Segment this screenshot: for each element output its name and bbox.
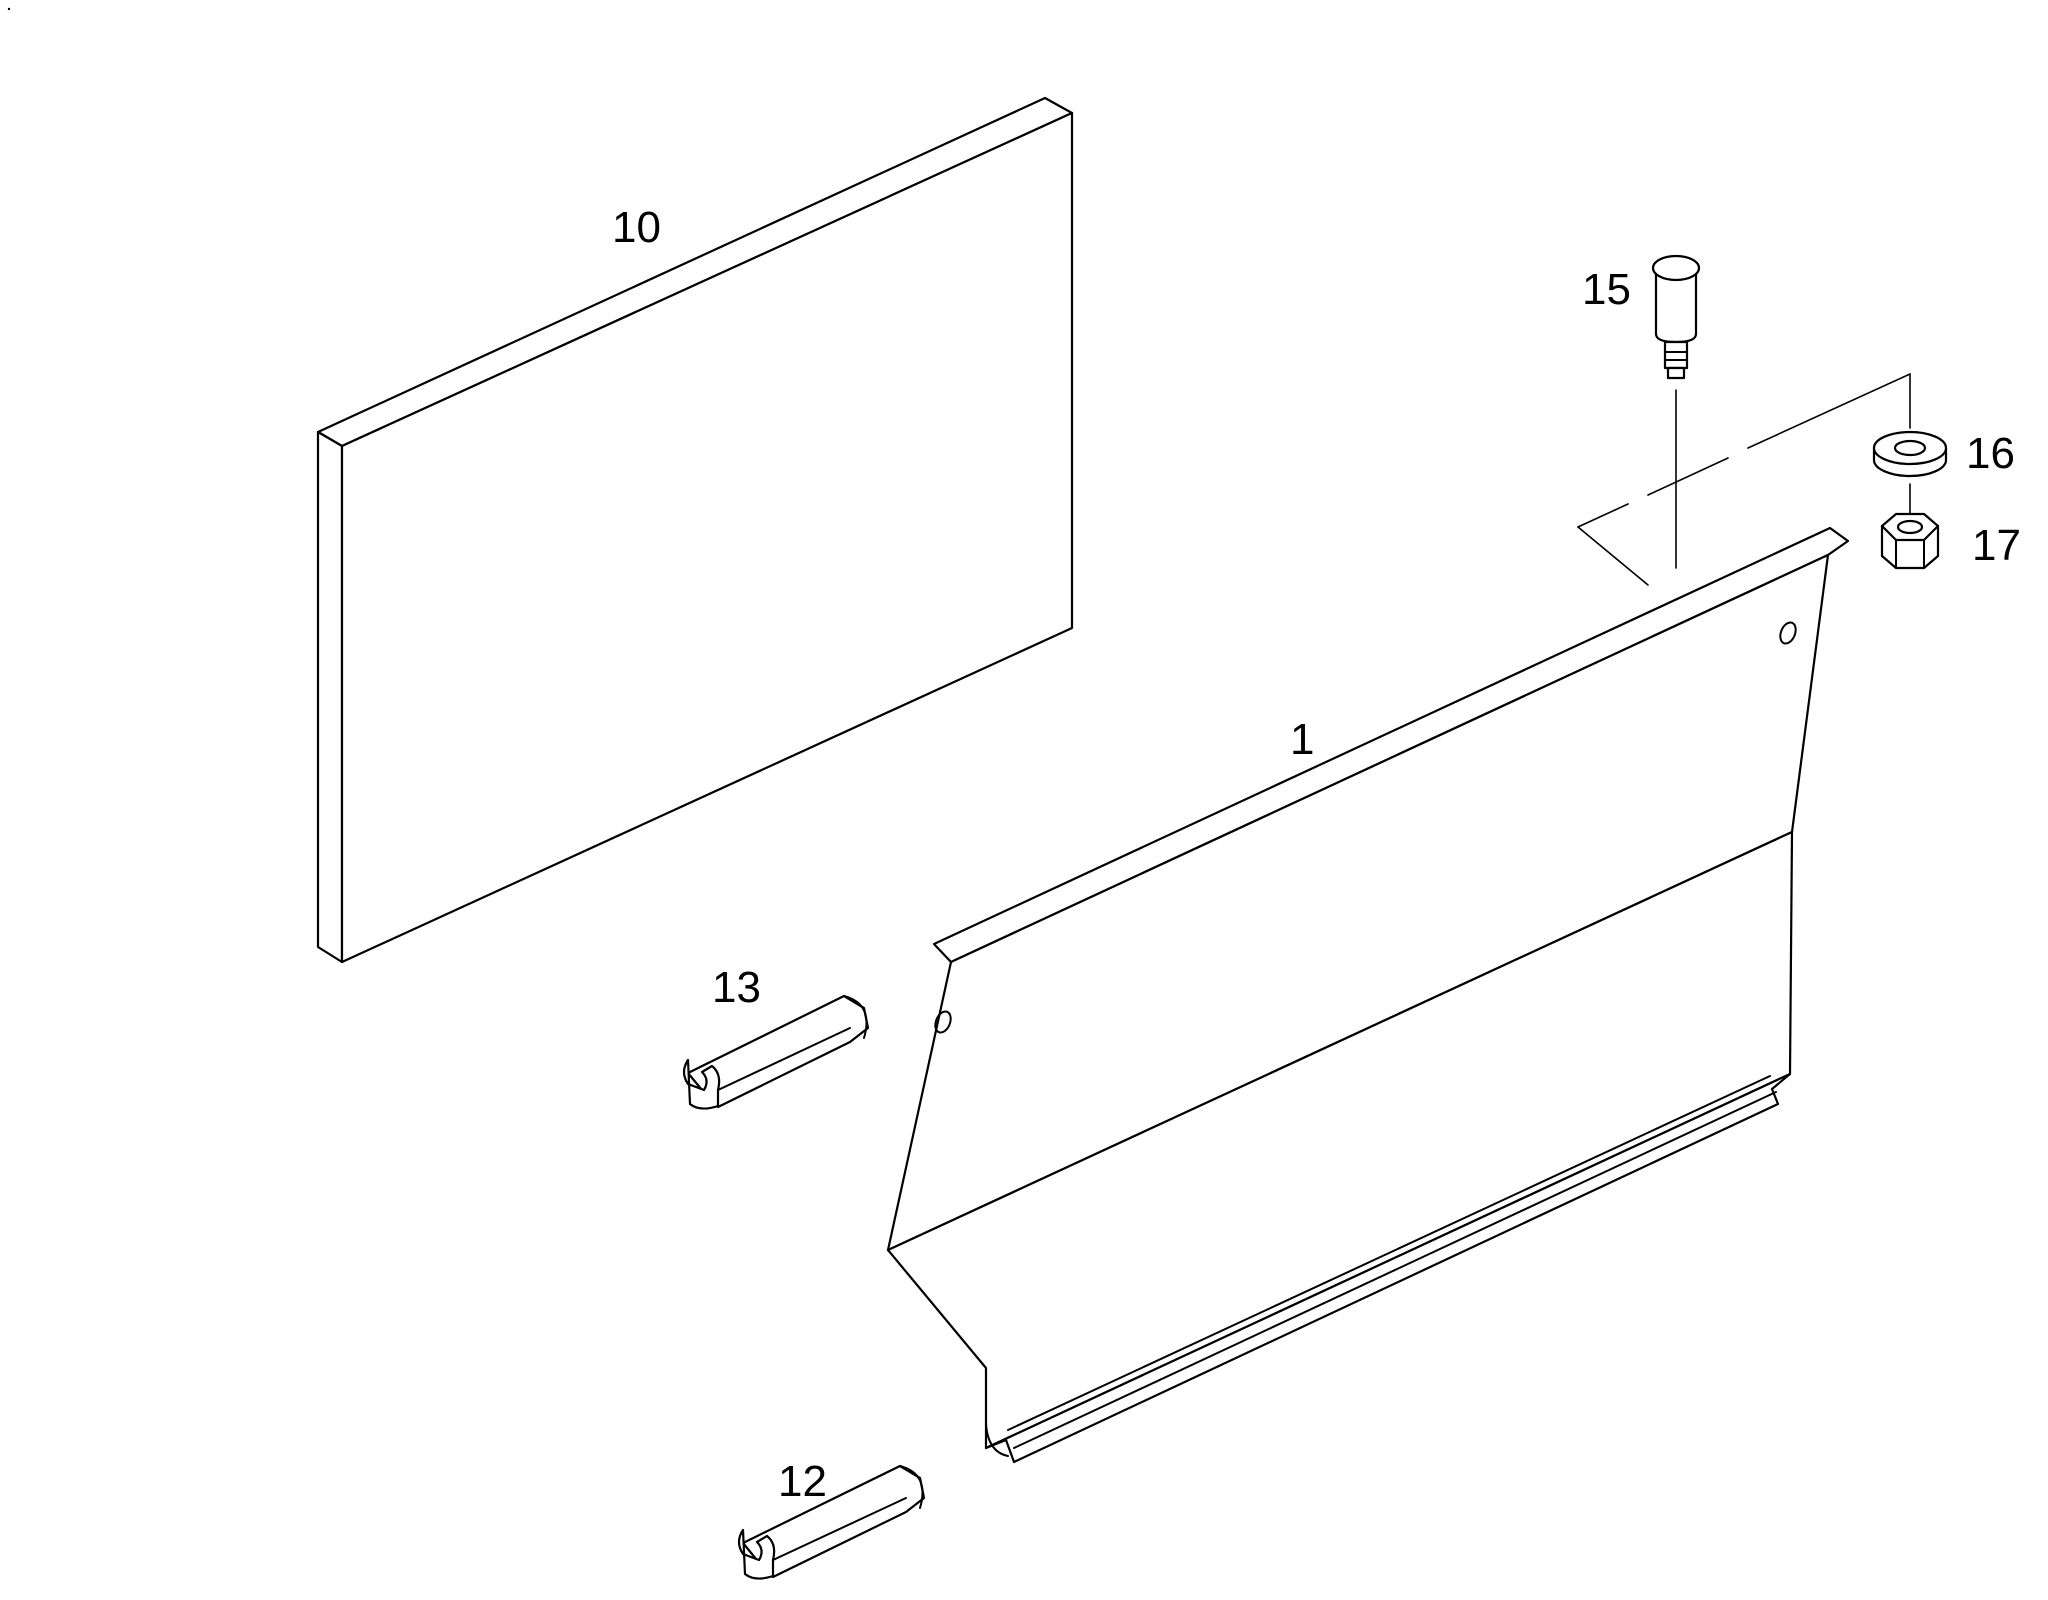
part-16-washer <box>1872 430 1948 478</box>
part-10-panel <box>316 96 1074 964</box>
part-17-nut <box>1880 512 1940 570</box>
cover-curl-left <box>985 1423 1009 1457</box>
guide-top-segment-a <box>1747 373 1911 449</box>
panel-front-face <box>340 111 1074 964</box>
nut-facets <box>1895 539 1925 569</box>
trim-12-end-curve <box>899 1465 924 1509</box>
callout-17: 17 <box>1972 521 2021 570</box>
callout-10: 10 <box>612 203 661 252</box>
trim-13-profile <box>682 1058 721 1110</box>
bolt-head-top <box>1651 254 1701 282</box>
cover-top-lip <box>932 526 1850 964</box>
part-12-edge-trim <box>737 1464 926 1580</box>
assembly-guide-lines <box>1577 373 1911 586</box>
callout-13: 13 <box>712 963 761 1012</box>
part-1-cover <box>886 526 1850 1464</box>
guide-bottom-segment <box>1577 526 1649 586</box>
callout-15: 15 <box>1582 265 1631 314</box>
bolt-shank <box>1663 340 1689 370</box>
bolt-tip <box>1666 366 1686 380</box>
part-13-edge-trim <box>682 994 870 1110</box>
panel-side-face <box>316 430 344 964</box>
trim-13-end-curve <box>843 995 868 1039</box>
callout-16: 16 <box>1966 429 2015 478</box>
part-15-bolt <box>1651 254 1701 380</box>
bolt-threads <box>1664 351 1688 361</box>
cover-hole-right <box>1779 621 1797 645</box>
washer-hole <box>1893 439 1927 457</box>
guide-top-segment-b <box>1647 457 1729 496</box>
cover-edge-line-2 <box>1013 1091 1777 1449</box>
trim-12-inner-line <box>772 1497 907 1561</box>
nut-hole <box>1896 519 1924 535</box>
trim-12-profile <box>737 1528 776 1580</box>
corner-dot <box>7 7 11 11</box>
cover-hole-left <box>934 1010 952 1034</box>
trim-13-inner-line <box>717 1027 851 1091</box>
callout-12: 12 <box>778 1457 827 1506</box>
guide-top-segment-c <box>1577 503 1629 528</box>
cover-edge-line-1 <box>1007 1075 1771 1431</box>
callout-1: 1 <box>1290 715 1314 764</box>
cover-rolled-edge <box>984 1072 1792 1464</box>
